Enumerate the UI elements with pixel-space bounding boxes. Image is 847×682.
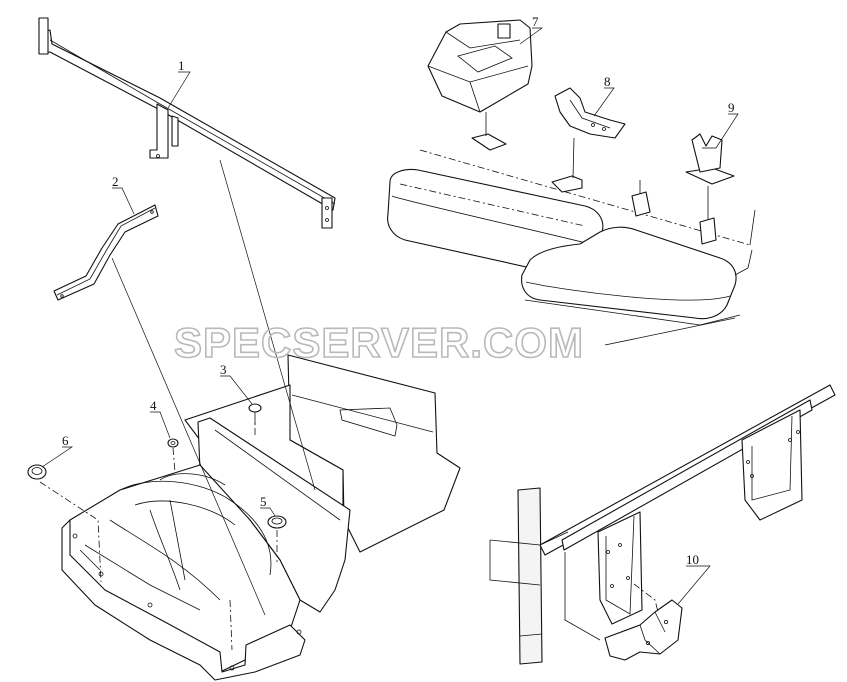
callout-2: 2	[112, 174, 119, 189]
part-2-bracket	[53, 204, 159, 301]
seat-assembly	[387, 19, 756, 346]
callout-6: 6	[62, 433, 69, 448]
callout-9: 9	[728, 100, 735, 115]
callout-labels: 1 2 3 4 5 6 7 8 9 10	[62, 14, 735, 567]
watermark-text: SPECSERVER.COM	[174, 319, 584, 366]
cab-frame-assembly	[489, 384, 836, 665]
floor-assembly	[39, 159, 461, 681]
callout-3: 3	[220, 362, 227, 377]
part-9-latch	[631, 133, 735, 245]
callout-5: 5	[260, 494, 267, 509]
callout-8: 8	[604, 74, 611, 89]
callout-10: 10	[686, 552, 699, 567]
part-3-plug	[248, 403, 262, 425]
part-8-clip	[551, 87, 626, 193]
part-7-storage-box	[427, 19, 533, 151]
callout-7: 7	[532, 14, 539, 29]
part-1-cross-bar	[38, 17, 336, 229]
callout-4: 4	[150, 398, 157, 413]
part-4-plug	[167, 438, 179, 448]
part-5-grommet	[267, 515, 287, 529]
callout-leaders	[41, 27, 739, 605]
callout-1: 1	[178, 58, 185, 73]
part-10-bracket	[604, 599, 683, 661]
part-6-grommet	[27, 464, 47, 480]
